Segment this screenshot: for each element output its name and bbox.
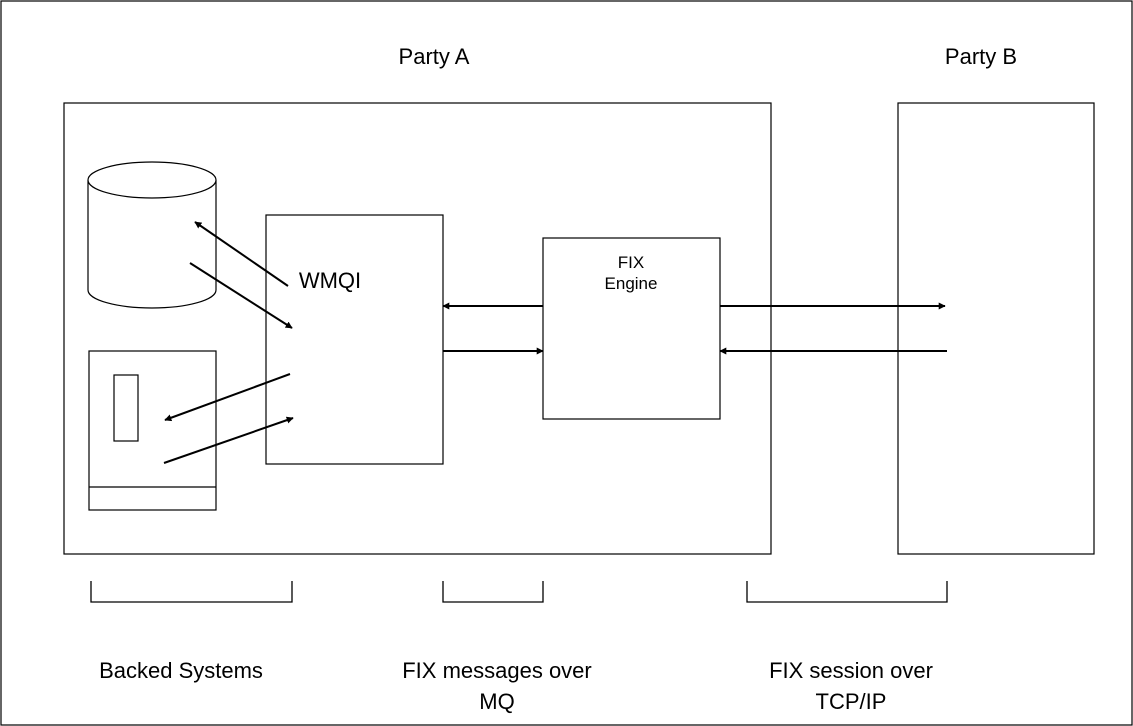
backend-systems-label: Backed Systems bbox=[99, 658, 263, 683]
arrow-server-to-wmqi bbox=[163, 416, 294, 464]
arrow-wmqi-to-server bbox=[164, 373, 291, 422]
server-cabinet-icon bbox=[88, 350, 217, 511]
arrow-database-to-wmqi bbox=[189, 262, 293, 329]
arrow-wmqi-to-database bbox=[194, 221, 289, 287]
wmqi-box bbox=[265, 214, 444, 465]
wmqi-label: WMQI bbox=[299, 268, 361, 293]
party-b-box bbox=[897, 102, 1095, 555]
bracket-fix-over-mq bbox=[442, 581, 544, 603]
fix-over-mq-label-line-1: FIX messages over bbox=[402, 658, 592, 683]
fix-over-tcp-label-line-1: FIX session over bbox=[769, 658, 933, 683]
fix-over-tcp-label-line-2: TCP/IP bbox=[816, 689, 887, 714]
party-b-title: Party B bbox=[945, 44, 1017, 69]
fix-engine-label-line-1: FIX bbox=[618, 253, 644, 272]
fix-over-mq-label-line-2: MQ bbox=[479, 689, 514, 714]
fix-engine-label-line-2: Engine bbox=[605, 274, 658, 293]
party-a-title: Party A bbox=[399, 44, 470, 69]
bracket-fix-over-tcp bbox=[746, 581, 948, 603]
fix-engine-box bbox=[542, 237, 721, 420]
database-cylinder-icon bbox=[87, 161, 217, 309]
bracket-backend-systems bbox=[90, 581, 293, 603]
